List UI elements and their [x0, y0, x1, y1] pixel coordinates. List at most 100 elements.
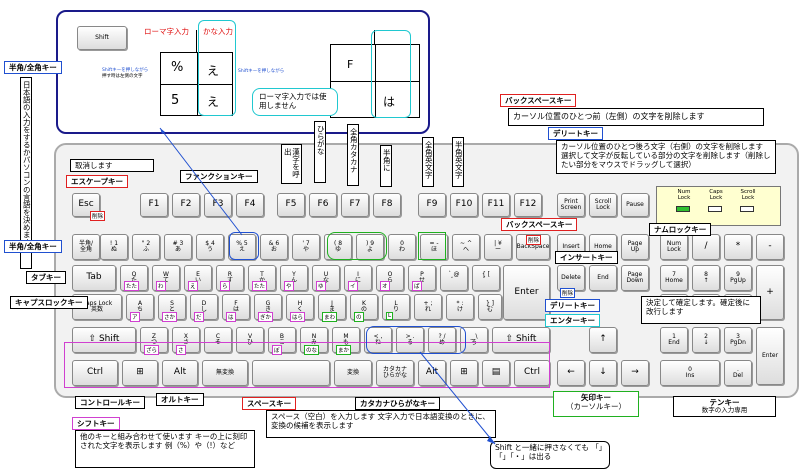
shift-row-highlight — [64, 342, 550, 388]
key-rwin[interactable]: ⊞ — [450, 360, 478, 386]
key-f1[interactable]: F1 — [140, 193, 168, 217]
key-tab[interactable]: Tab — [72, 265, 116, 291]
kana-chip-r: ら — [220, 281, 230, 291]
key-enter[interactable]: Enter — [503, 265, 550, 320]
key-hz[interactable]: 半角/ 全角 — [72, 234, 100, 260]
key-f11[interactable]: F11 — [482, 193, 510, 217]
key-colon[interactable]: * : け — [446, 294, 474, 320]
key-f5[interactable]: F5 — [277, 193, 305, 217]
key-f9[interactable]: F9 — [418, 193, 446, 217]
indicator-ind_scroll: Scroll Lock — [740, 189, 756, 201]
escape-title: エスケープキー — [66, 175, 129, 188]
f7-label: 全角カタカナ — [347, 124, 360, 186]
key-ha: は — [383, 95, 396, 109]
kana-label: かな入力 — [203, 27, 233, 36]
key-np7[interactable]: 7 Home — [660, 265, 688, 291]
key-n5[interactable]: % 5 え — [228, 234, 256, 260]
key-lalt[interactable]: Alt — [162, 360, 198, 386]
key-space[interactable] — [252, 360, 330, 386]
backspace-desc: カーソル位置のひとつ前（左側）の文字を削除します — [508, 108, 764, 126]
key-percent: % — [171, 60, 184, 75]
key-lbr[interactable]: { [ ゜ — [472, 265, 500, 291]
key-mul[interactable]: * — [724, 234, 752, 260]
key-at[interactable]: ` @ ゛ — [440, 265, 468, 291]
key-lshift[interactable]: ⇧ Shift — [72, 327, 136, 353]
key-f12[interactable]: F12 — [514, 193, 542, 217]
indicator-ind_num: Num Lock — [677, 189, 691, 201]
n5-highlight — [229, 232, 259, 260]
indicator-led — [708, 206, 722, 212]
key-f7[interactable]: F7 — [341, 193, 369, 217]
key-ralt[interactable]: Alt — [418, 360, 446, 386]
key-npdot[interactable]: . Del — [724, 360, 752, 386]
f8-label: 半角に — [380, 145, 393, 187]
key-pgup[interactable]: Page Up — [621, 234, 649, 260]
key-rshift[interactable]: ⇧ Shift — [492, 327, 550, 353]
key-up[interactable]: ↑ — [589, 327, 617, 353]
key-n2[interactable]: " 2 ふ — [132, 234, 160, 260]
kana-chip-a: ア — [130, 312, 140, 322]
cancel-desc: 取消します — [70, 159, 154, 172]
key-f6[interactable]: F6 — [309, 193, 337, 217]
key-down[interactable]: ↓ — [589, 360, 617, 386]
key-n7[interactable]: ' 7 や — [292, 234, 320, 260]
key-np1[interactable]: 1 End — [660, 327, 688, 353]
key-np8[interactable]: 8 ↑ — [692, 265, 720, 291]
key-n0[interactable]: 0 わ — [388, 234, 416, 260]
key-np3[interactable]: 3 PgDn — [724, 327, 752, 353]
key-pause[interactable]: Pause — [621, 193, 649, 217]
key-semi[interactable]: + ; れ — [414, 294, 442, 320]
f5-label: 漢字を呼出 — [281, 144, 302, 184]
key-f2[interactable]: F2 — [172, 193, 200, 217]
right-grid-gridline — [374, 30, 375, 44]
key-np0[interactable]: 0 Ins — [660, 360, 720, 386]
kana-chip-d: だ — [194, 312, 204, 322]
key-v[interactable]: V ひ — [236, 327, 264, 353]
key-npenter[interactable]: Enter — [756, 327, 784, 385]
key-esc[interactable]: Esc — [72, 193, 100, 217]
key-n4[interactable]: $ 4 う — [196, 234, 224, 260]
key-n1[interactable]: ! 1 ぬ — [100, 234, 128, 260]
key-pgdn[interactable]: Page Down — [621, 265, 649, 291]
key-f4[interactable]: F4 — [236, 193, 264, 217]
key-katakana[interactable]: カタカナ ひらがな — [376, 360, 414, 386]
key-slash[interactable]: ? / め — [428, 327, 456, 353]
key-henkan[interactable]: 変換 — [334, 360, 372, 386]
key-lwin[interactable]: ⊞ — [122, 360, 158, 386]
key-rctrl[interactable]: Ctrl — [514, 360, 550, 386]
key-rbr[interactable]: } ] む — [478, 294, 502, 320]
insert-title: インサートキー — [555, 251, 618, 264]
key-numlock[interactable]: Num Lock — [660, 234, 688, 260]
key-np9[interactable]: 9 PgUp — [724, 265, 752, 291]
hankaku-top-label: 半角/全角キー — [4, 61, 62, 74]
key-sub[interactable]: - — [756, 234, 784, 260]
kana-chip-q: たた — [124, 281, 140, 291]
kana-chip-y: や — [284, 281, 294, 291]
key-left[interactable]: ← — [557, 360, 585, 386]
romaji-label: ローマ字入力 — [144, 27, 189, 36]
key-muhenkan[interactable]: 無変換 — [202, 360, 248, 386]
key-del[interactable]: Delete — [557, 265, 585, 291]
key-f[interactable]: F は — [222, 294, 250, 320]
key-right[interactable]: → — [621, 360, 649, 386]
key-scrlk[interactable]: Scroll Lock — [589, 193, 617, 217]
kana-chip-b: ぼ — [272, 345, 282, 355]
key-yen[interactable]: | ¥ ー — [484, 234, 512, 260]
arrow-title: 矢印キー（カーソルキー） — [553, 391, 639, 417]
key-lctrl[interactable]: Ctrl — [72, 360, 118, 386]
key-prtsc[interactable]: Print Screen — [557, 193, 585, 217]
enter-title: エンターキー — [545, 314, 600, 327]
key-end[interactable]: End — [589, 265, 617, 291]
f10-label: 半角英文字 — [452, 137, 465, 187]
key-f8[interactable]: F8 — [373, 193, 401, 217]
key-n6[interactable]: & 6 お — [260, 234, 288, 260]
key-n3[interactable]: # 3 あ — [164, 234, 192, 260]
key-caret[interactable]: ~ ^ へ — [452, 234, 480, 260]
key-np2[interactable]: 2 ↓ — [692, 327, 720, 353]
key-f10[interactable]: F10 — [450, 193, 478, 217]
key-menu[interactable]: ▤ — [482, 360, 510, 386]
key-c[interactable]: C そ — [204, 327, 232, 353]
key-minus[interactable]: = - ほ — [420, 234, 448, 260]
tenkey-title: テンキー数字の入力専用 — [673, 396, 776, 417]
